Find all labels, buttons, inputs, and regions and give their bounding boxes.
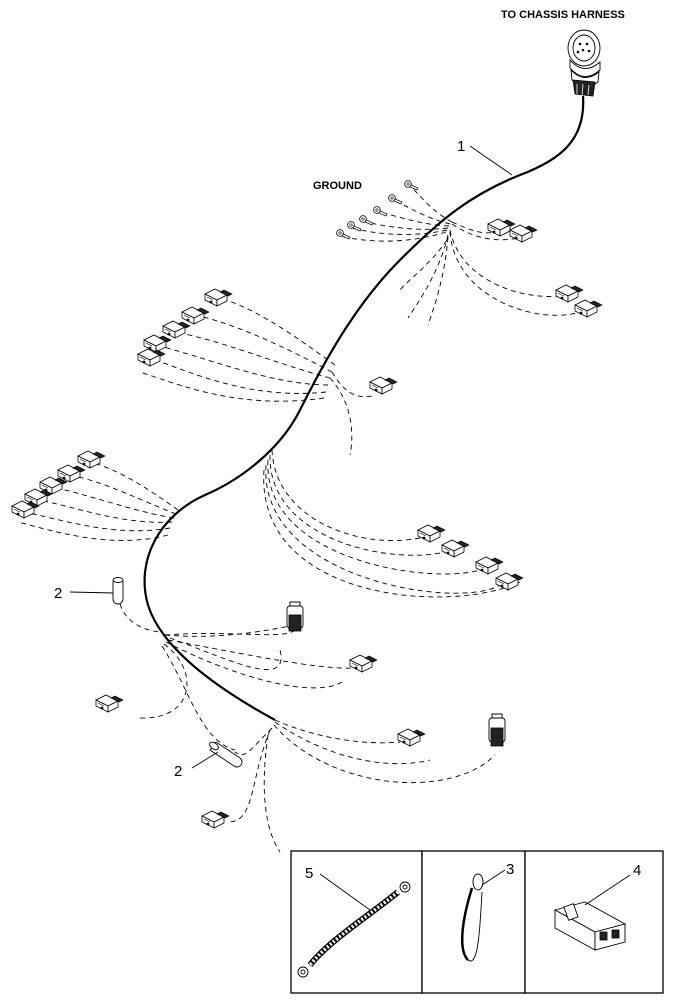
- callout-1-leader: [469, 145, 513, 176]
- ring-terminal-icon: [336, 229, 351, 240]
- chassis-harness-label: TO CHASSIS HARNESS: [501, 9, 625, 21]
- tube-sleeve-icon: [209, 741, 243, 768]
- wire-terminal-icon: [555, 284, 584, 303]
- middle-left-branch: [11, 450, 179, 541]
- wire-terminal-icon: [509, 224, 538, 243]
- wire-terminal-icon: [204, 288, 233, 307]
- callout-3: 3: [506, 861, 514, 878]
- wire-terminal-icon: [417, 524, 446, 543]
- callout-2-lower: 2: [174, 763, 182, 780]
- ring-terminal-icon: [404, 180, 419, 191]
- main-harness-trunk: [143, 95, 585, 721]
- lower-right-branch: [201, 719, 496, 853]
- lower-branch: [95, 624, 378, 751]
- wire-terminal-icon: [349, 654, 378, 673]
- connector-body-icon: [553, 901, 627, 951]
- sealed-plug-icon: [286, 601, 304, 632]
- wire-terminal-icon: [397, 728, 426, 747]
- wire-terminal-icon: [77, 450, 106, 469]
- ring-terminal-icon: [373, 206, 388, 217]
- wire-terminal-icon: [201, 810, 230, 829]
- callout-5: 5: [305, 865, 313, 882]
- chassis-connector-icon: [567, 29, 601, 97]
- wire-terminal-icon: [369, 376, 398, 395]
- middle-right-branch: [263, 449, 524, 598]
- wire-terminal-icon: [95, 694, 124, 713]
- sealed-plug-icon: [488, 713, 506, 747]
- callout-3-leader: [481, 869, 506, 886]
- braided-ground-strap-icon: [297, 881, 411, 978]
- wire-terminal-icon: [475, 556, 504, 575]
- callout-1: 1: [457, 138, 465, 155]
- callout-2-lower-leader: [191, 751, 219, 769]
- tie-strap-icon: [461, 873, 484, 962]
- tube-sleeve-icon: [112, 577, 124, 605]
- wire-terminal-icon: [574, 299, 603, 318]
- wire-terminal-icon: [495, 572, 524, 591]
- callout-4-leader: [584, 874, 631, 906]
- ring-terminal-icon: [388, 194, 403, 205]
- wire-terminal-icon: [137, 348, 166, 367]
- ground-wires: [336, 180, 453, 242]
- ground-label: GROUND: [313, 180, 362, 192]
- callout-4: 4: [633, 862, 641, 879]
- callout-2-upper: 2: [54, 585, 62, 602]
- ring-terminal-icon: [347, 221, 362, 232]
- ring-terminal-icon: [359, 215, 374, 226]
- upper-right-branch: [399, 218, 603, 326]
- callout-5-leader: [319, 873, 371, 911]
- upper-left-branch: [137, 288, 398, 456]
- callout-2-upper-leader: [69, 591, 114, 594]
- wire-terminal-icon: [181, 306, 210, 325]
- wire-terminal-icon: [441, 539, 470, 558]
- wire-terminal-icon: [162, 320, 191, 339]
